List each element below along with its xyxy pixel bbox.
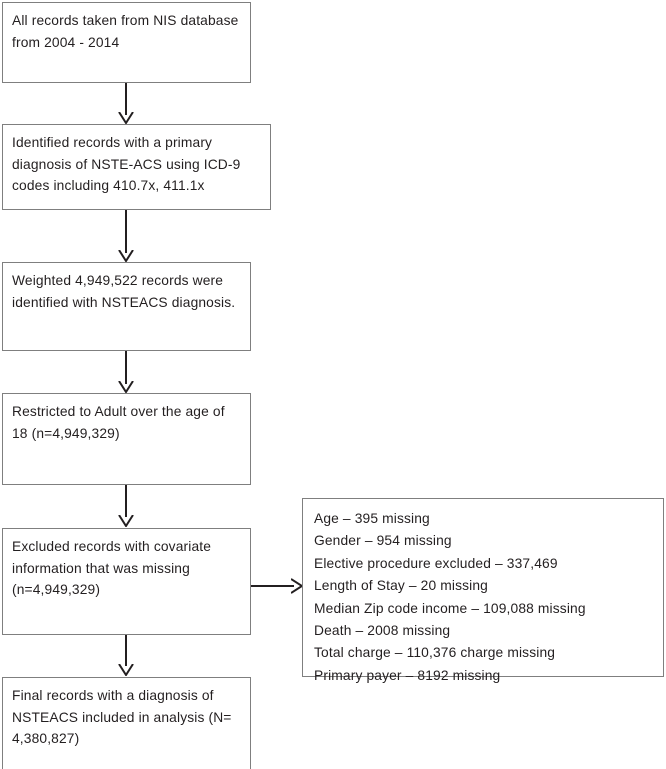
connector-excluded-to-final (125, 635, 127, 666)
list-item: Elective procedure excluded – 337,469 (314, 555, 558, 571)
list-item: Age – 395 missing (314, 511, 430, 526)
flow-box-source-records: All records taken from NIS database from… (2, 2, 251, 83)
list-item: Primary payer – 8192 missing (314, 667, 501, 683)
connector-identified-to-weighted (125, 210, 127, 253)
flow-box-weighted-records: Weighted 4,949,522 records were identifi… (2, 262, 251, 351)
arrowhead-down-icon (118, 664, 134, 676)
flow-box-excluded-records-text: Excluded records with covariate informat… (12, 539, 212, 597)
arrowhead-down-icon (118, 112, 134, 124)
flow-box-final-records-text: Final records with a diagnosis of NSTEAC… (12, 688, 232, 746)
list-item: Median Zip code income – 109,088 missing (314, 600, 586, 616)
connector-weighted-to-adults (125, 351, 127, 384)
list-item: Gender – 954 missing (314, 533, 452, 549)
connector-excluded-to-missing-list (251, 585, 294, 587)
missing-covariates-list: Age – 395 missing Gender – 954 missing E… (314, 508, 655, 687)
flow-box-adult-restriction-text: Restricted to Adult over the age of 18 (… (12, 404, 225, 441)
list-item: Length of Stay – 20 missing (314, 578, 488, 594)
list-item: Death – 2008 missing (314, 623, 451, 639)
flow-box-identified-records-text: Identified records with a primary diagno… (12, 135, 241, 193)
arrowhead-down-icon (118, 381, 134, 393)
list-item: Total charge – 110,376 charge missing (314, 645, 556, 661)
arrowhead-down-icon (118, 250, 134, 262)
arrowhead-down-icon (118, 515, 134, 527)
flow-box-missing-covariates: Age – 395 missing Gender – 954 missing E… (302, 498, 664, 683)
connector-adults-to-excluded (125, 485, 127, 517)
flow-box-adult-restriction: Restricted to Adult over the age of 18 (… (2, 393, 251, 485)
flow-box-identified-records: Identified records with a primary diagno… (2, 124, 271, 210)
flow-box-final-records: Final records with a diagnosis of NSTEAC… (2, 677, 251, 769)
flow-box-excluded-records: Excluded records with covariate informat… (2, 528, 251, 635)
connector-source-to-identified (125, 83, 127, 115)
flow-box-weighted-records-text: Weighted 4,949,522 records were identifi… (12, 273, 236, 310)
flow-box-source-records-text: All records taken from NIS database from… (12, 13, 239, 50)
